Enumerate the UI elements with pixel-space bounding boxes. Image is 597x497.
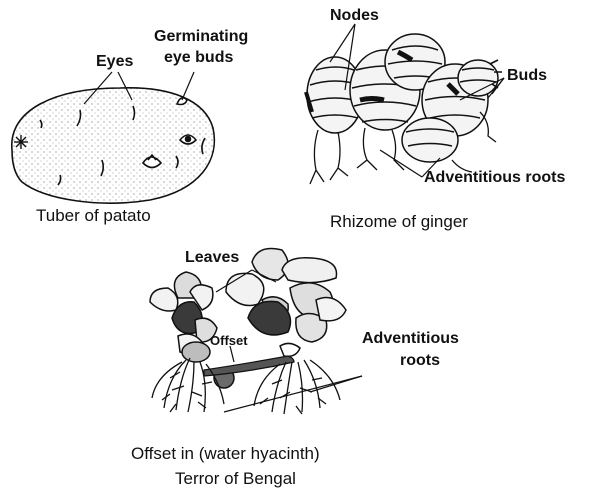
germinating-label-line2: eye buds bbox=[164, 50, 233, 66]
potato-star-eye bbox=[14, 135, 28, 149]
hyacinth-roots-label-line2: roots bbox=[400, 353, 440, 369]
leaves-label: Leaves bbox=[185, 250, 239, 266]
hyacinth-caption-line2: Terror of Bengal bbox=[175, 470, 296, 487]
eyes-label: Eyes bbox=[96, 54, 133, 70]
hyacinth-roots-label-line1: Adventitious bbox=[362, 331, 459, 347]
potato-tuber bbox=[12, 88, 215, 203]
hyacinth-offset-stolon bbox=[204, 356, 294, 376]
potato-caption: Tuber of patato bbox=[36, 207, 151, 224]
ginger-roots-label: Adventitious roots bbox=[424, 170, 565, 186]
hyacinth-caption-line1: Offset in (water hyacinth) bbox=[131, 445, 320, 462]
buds-label: Buds bbox=[507, 68, 547, 84]
ginger-rhizome bbox=[306, 34, 502, 184]
nodes-label: Nodes bbox=[330, 8, 379, 24]
ginger-caption: Rhizome of ginger bbox=[330, 213, 468, 230]
germinating-label-line1: Germinating bbox=[154, 29, 248, 45]
offset-label: Offset bbox=[210, 334, 248, 347]
